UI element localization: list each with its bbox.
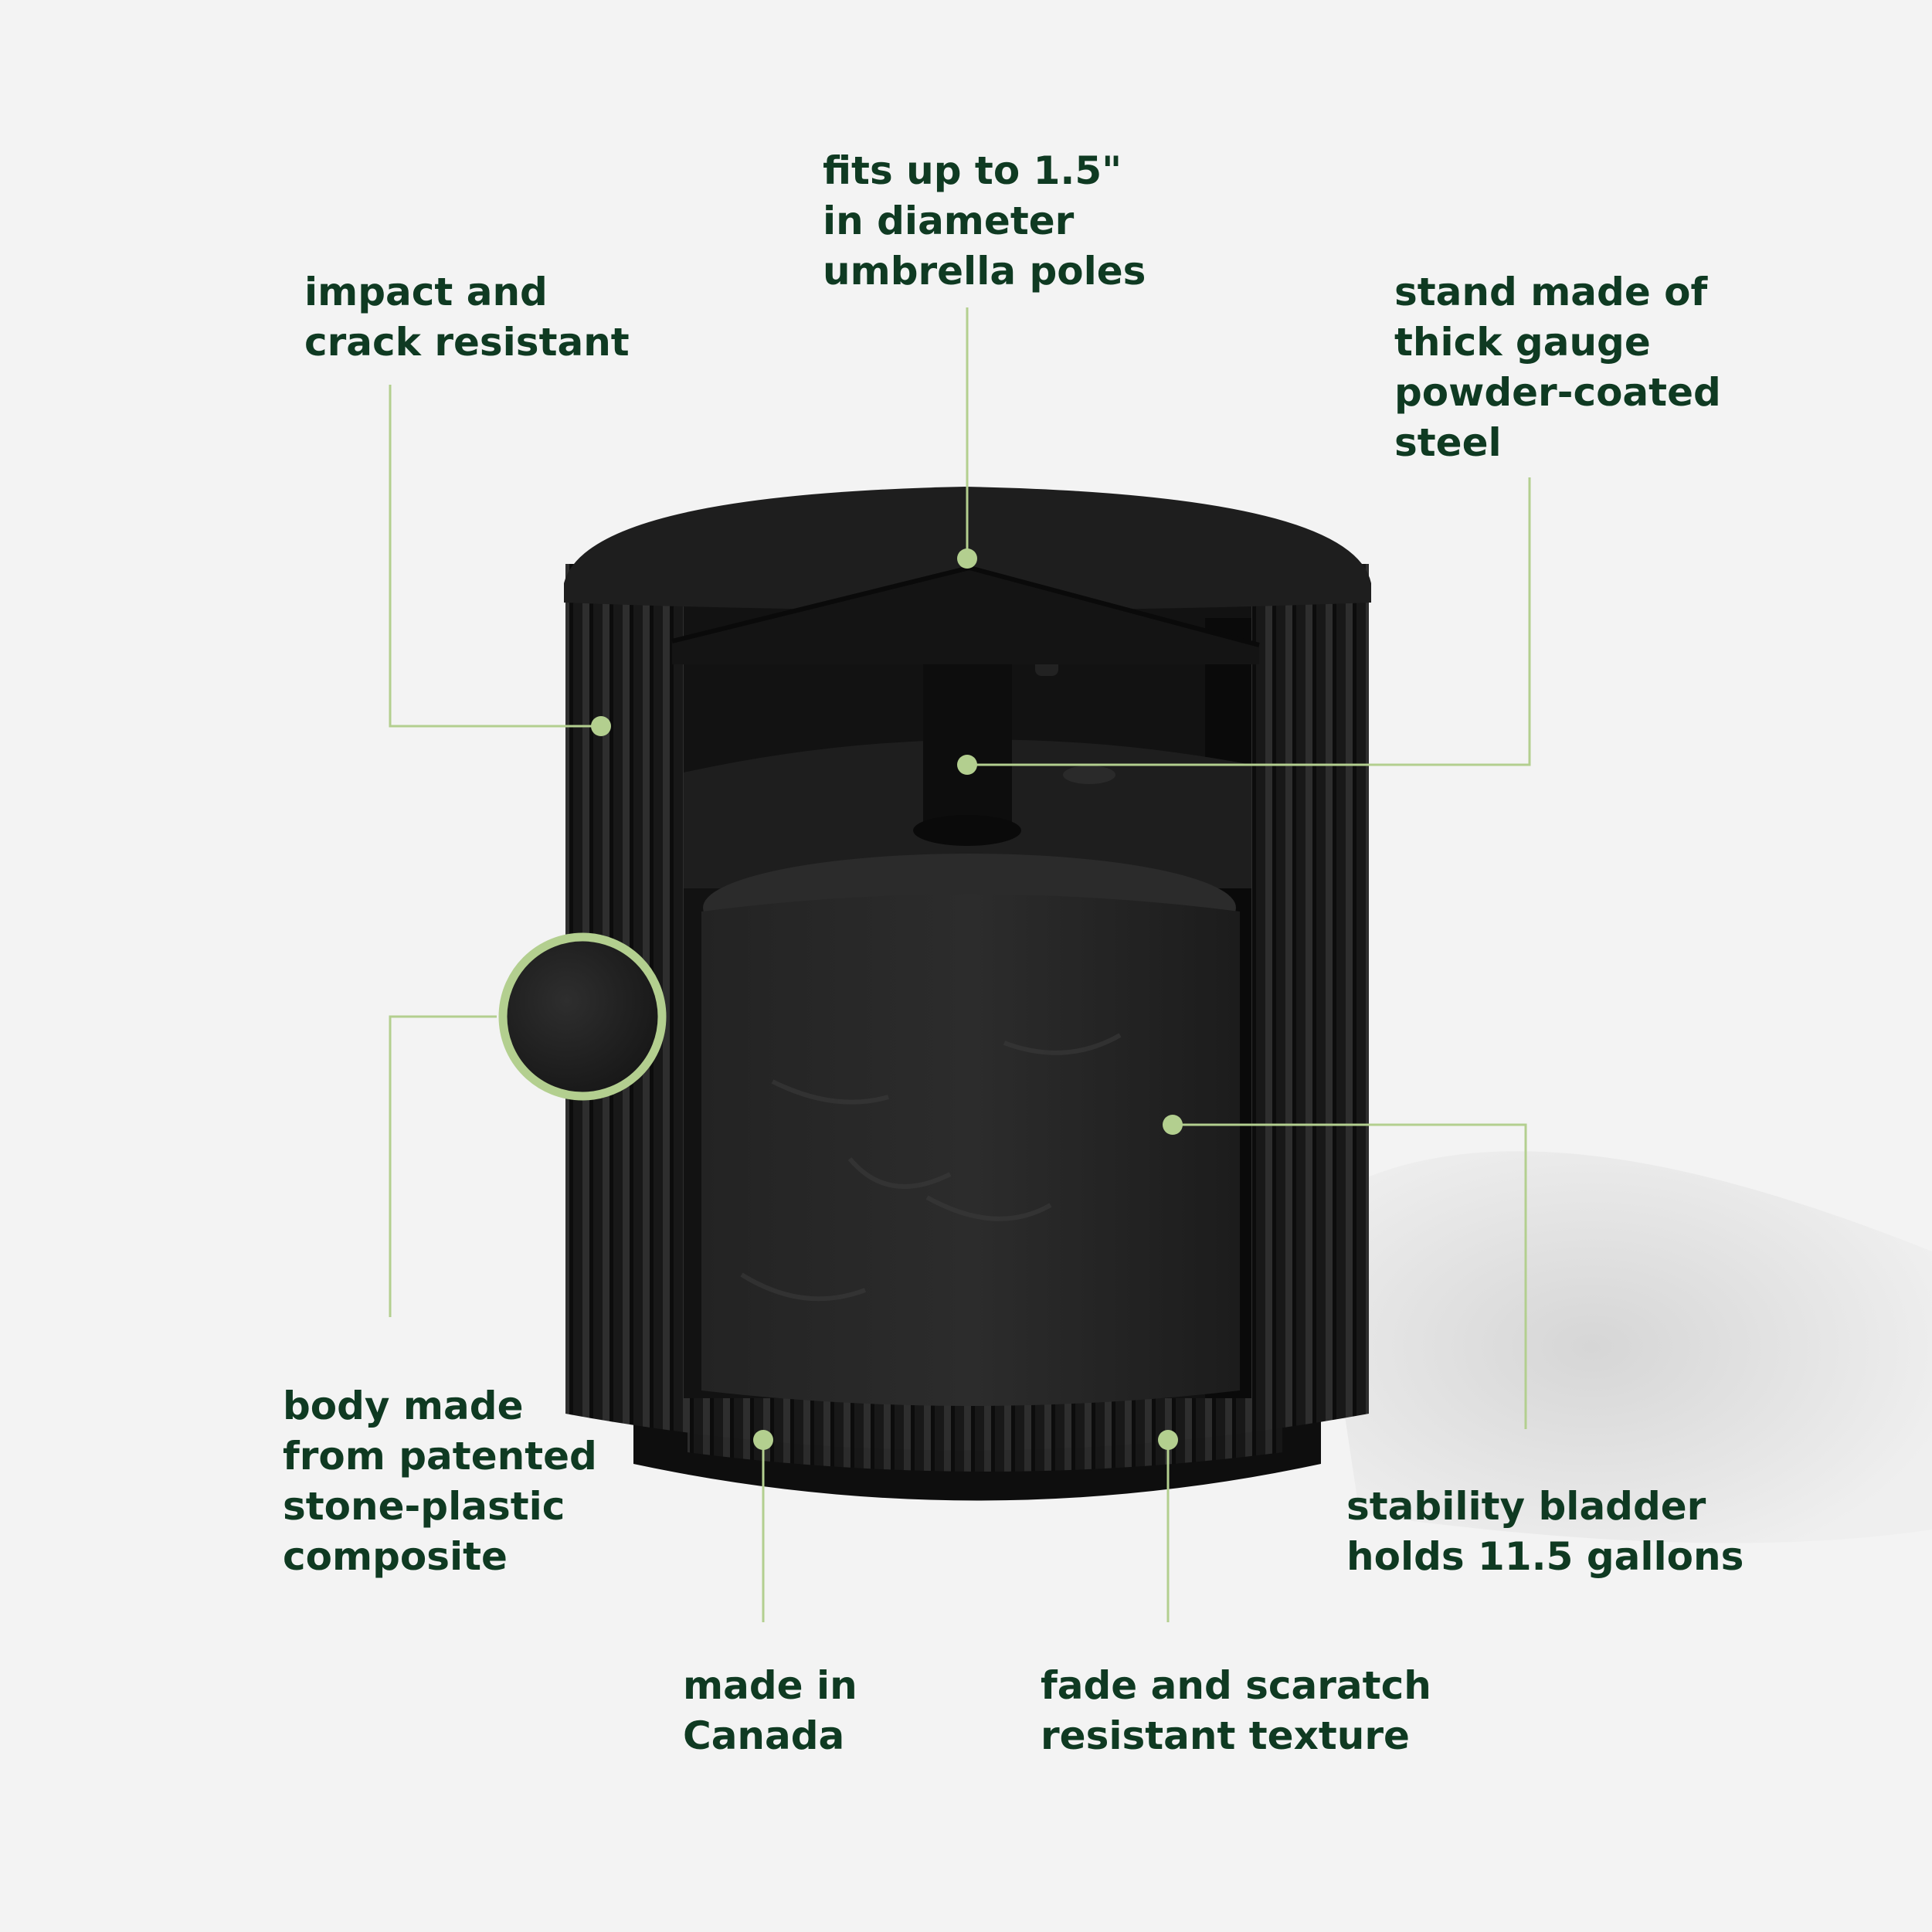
bladder: [701, 894, 1240, 1406]
callout-line: umbrella poles: [823, 249, 1146, 294]
callout-line: steel: [1394, 420, 1502, 465]
callout-line: holds 11.5 gallons: [1346, 1534, 1744, 1579]
callout-line: stability bladder: [1346, 1484, 1706, 1529]
callout-line: from patented: [283, 1434, 597, 1479]
callout-line: impact and: [304, 270, 548, 314]
callout-line: body made: [283, 1384, 524, 1428]
bladder-wrinkles: [740, 1033, 1122, 1302]
leader-bladder: [1173, 1123, 1527, 1429]
callout-dots: [591, 548, 1183, 1450]
dot-canada: [753, 1430, 773, 1450]
callout-line: crack resistant: [304, 320, 630, 365]
leader-lines: [389, 307, 1531, 1622]
fill-cap: [1063, 766, 1115, 784]
callout-line: Canada: [683, 1713, 845, 1758]
callout-bladder: stability bladder holds 11.5 gallons: [1346, 1482, 1744, 1582]
texture-swatch: [498, 932, 667, 1101]
floor-shadow: [1313, 1151, 1932, 1543]
callout-line: stand made of: [1394, 270, 1708, 314]
callout-line: fade and scaratch: [1041, 1663, 1431, 1708]
callout-texture: fade and scaratch resistant texture: [1041, 1661, 1431, 1761]
pole-tube-foot: [913, 815, 1021, 846]
bottom-rib-band: [688, 1402, 1282, 1472]
callout-line: made in: [683, 1663, 857, 1708]
callout-line: fits up to 1.5": [823, 148, 1122, 193]
callout-impact: impact and crack resistant: [304, 267, 630, 368]
lid-cut: [672, 568, 1259, 664]
callout-canada: made in Canada: [683, 1661, 857, 1761]
callout-line: in diameter: [823, 199, 1075, 243]
dot-stand: [957, 755, 977, 775]
callout-line: powder-coated: [1394, 370, 1721, 415]
callout-stand: stand made of thick gauge powder-coated …: [1394, 267, 1721, 468]
leader-stand: [967, 477, 1531, 766]
callout-line: stone-plastic: [283, 1484, 565, 1529]
callout-line: composite: [283, 1534, 508, 1579]
callout-pole-fit: fits up to 1.5" in diameter umbrella pol…: [823, 146, 1146, 297]
dot-bladder: [1163, 1115, 1183, 1135]
dot-texture: [1158, 1430, 1178, 1450]
callout-line: resistant texture: [1041, 1713, 1410, 1758]
leader-impact: [389, 385, 601, 728]
callout-body: body made from patented stone-plastic co…: [283, 1381, 597, 1582]
leader-body: [389, 1015, 497, 1317]
dot-impact: [591, 716, 611, 736]
callout-line: thick gauge: [1394, 320, 1651, 365]
dot-pole: [957, 548, 977, 569]
